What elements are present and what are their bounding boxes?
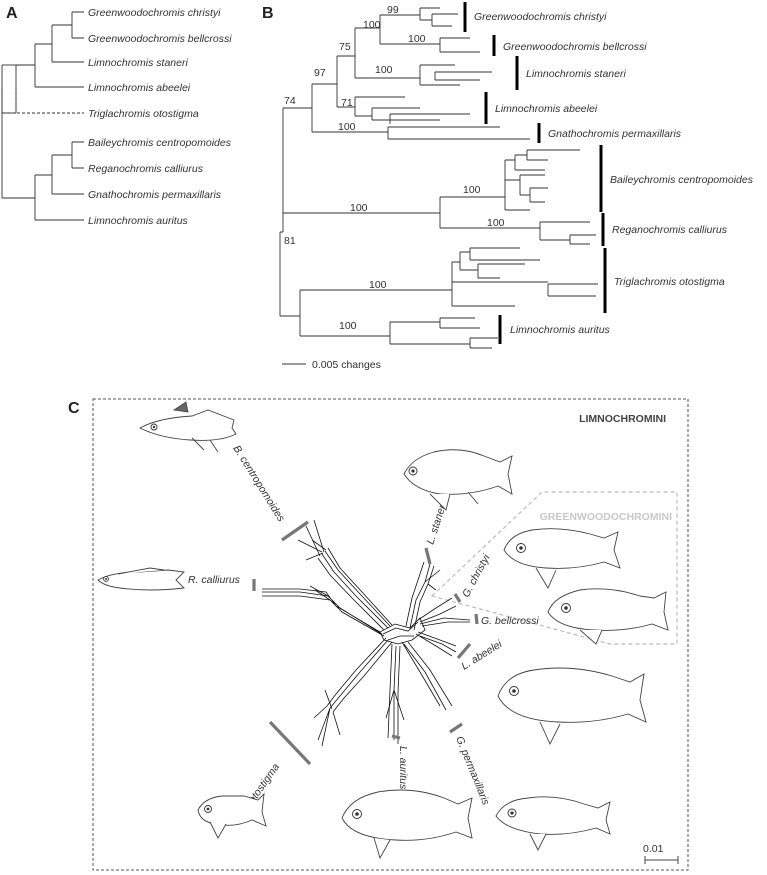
fish-bellcrossi: [547, 588, 669, 645]
a-taxon-permaxillaris: Gnathochromis permaxillaris: [88, 189, 222, 201]
b-taxon-otostigma: Triglachromis otostigma: [614, 276, 725, 288]
c-label-gbel: G. bellcrossi: [481, 615, 539, 627]
fish-christyi: [503, 528, 621, 589]
b-taxon-christyi: Greenwoodochromis christyi: [474, 11, 607, 23]
a-taxon-auritus: Limnochromis auritus: [88, 215, 189, 227]
b-support-100-staneri: 100: [375, 64, 393, 76]
c-split-network: [262, 519, 471, 747]
c-taxon-bars: [252, 520, 479, 766]
panel-label-a: A: [6, 5, 18, 22]
a-taxon-otostigma: Triglachromis otostigma: [88, 108, 199, 120]
a-taxon-bellcrossi: Greenwoodochromis bellcrossi: [88, 33, 232, 45]
panel-b-phylogram: [279, 7, 598, 349]
b-support-75: 75: [339, 41, 351, 53]
c-label-gper: G. permaxillaris: [453, 735, 492, 808]
panel-a-cladogram: [1, 11, 84, 221]
c-group-title: LIMNOCHROMINI: [579, 413, 666, 425]
panel-label-b: B: [262, 5, 274, 22]
c-scale-label: 0.01: [643, 843, 664, 855]
b-support-100-gnatho: 100: [338, 121, 356, 133]
b-support-100-bellcrossi: 100: [408, 33, 426, 45]
fish-reganochromis: [97, 567, 185, 591]
b-support-100-regano: 100: [487, 217, 505, 229]
a-taxon-centropomoides: Baileychromis centropomoides: [88, 137, 232, 149]
b-taxon-centropomoides: Baileychromis centropomoides: [610, 174, 754, 186]
b-support-71: 71: [341, 97, 353, 109]
a-taxon-staneri: Limnochromis staneri: [88, 57, 188, 69]
b-taxon-auritus: Limnochromis auritus: [510, 324, 611, 336]
a-taxon-christyi: Greenwoodochromis christyi: [88, 7, 221, 19]
fish-baileychromis: [139, 401, 237, 453]
c-label-labe: L. abeelei: [459, 638, 505, 673]
panel-label-c: C: [68, 400, 80, 417]
b-support-100-baileychromis: 100: [463, 184, 481, 196]
a-taxon-calliurus: Reganochromis calliurus: [88, 163, 204, 175]
c-subgroup-frame: [430, 491, 678, 645]
b-clade-bars: [463, 2, 607, 344]
b-support-81: 81: [284, 235, 296, 247]
b-taxon-calliurus: Reganochromis calliurus: [612, 224, 728, 236]
b-support-99: 99: [387, 4, 399, 16]
b-taxon-staneri: Limnochromis staneri: [526, 68, 626, 80]
b-support-100-auritus: 100: [339, 320, 357, 332]
b-support-74: 74: [284, 95, 296, 107]
fish-permaxillaris: [495, 796, 611, 852]
c-subgroup-title: GREENWOODOCHROMINI: [540, 511, 672, 523]
b-taxon-bellcrossi: Greenwoodochromis bellcrossi: [503, 41, 647, 53]
b-support-100-christyi: 100: [363, 19, 381, 31]
a-taxon-abeelei: Limnochromis abeelei: [88, 82, 191, 94]
c-label-laur: L. auritus: [397, 746, 409, 790]
c-label-bcen: B. centropomoides: [230, 443, 287, 524]
c-scale-bar: [644, 856, 679, 864]
fish-auritus: [341, 789, 473, 860]
b-scale-label: 0.005 changes: [312, 359, 381, 371]
b-support-100-middle: 100: [350, 202, 368, 214]
fish-abeelei: [497, 667, 647, 746]
c-label-rcal: R. calliurus: [188, 574, 241, 586]
b-support-97: 97: [314, 67, 326, 79]
b-support-100-trigla: 100: [369, 279, 387, 291]
c-label-gchr: G. christyi: [460, 552, 493, 599]
b-taxon-abeelei: Limnochromis abeelei: [495, 103, 598, 115]
c-frame: [92, 398, 689, 871]
b-taxon-permaxillaris: Gnathochromis permaxillaris: [548, 128, 682, 140]
fish-triglachromis: [197, 792, 267, 839]
fish-staneri: [403, 449, 513, 511]
